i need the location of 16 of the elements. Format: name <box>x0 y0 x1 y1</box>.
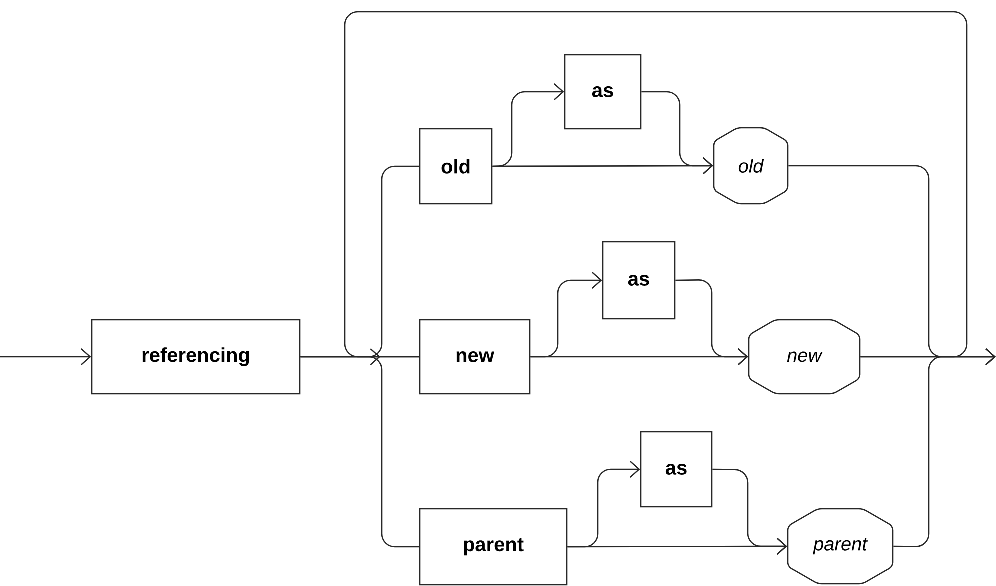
railroad-line <box>676 280 748 366</box>
keyword-box: new <box>419 319 531 395</box>
keyword-box: referencing <box>91 319 301 395</box>
railroad-line <box>300 356 420 548</box>
railroad-line <box>642 91 714 174</box>
keyword-box: as <box>602 241 676 320</box>
keyword-box: old <box>419 128 493 205</box>
variable-octagon: parent <box>787 508 894 585</box>
variable-octagon: new <box>748 319 861 395</box>
railroad-line <box>712 468 788 555</box>
railroad-line <box>0 348 92 366</box>
railroad-line <box>894 348 996 548</box>
keyword-box: parent <box>419 508 568 586</box>
keyword-box: as <box>564 54 642 130</box>
railroad-line <box>344 11 968 358</box>
keyword-box: as <box>640 431 713 508</box>
